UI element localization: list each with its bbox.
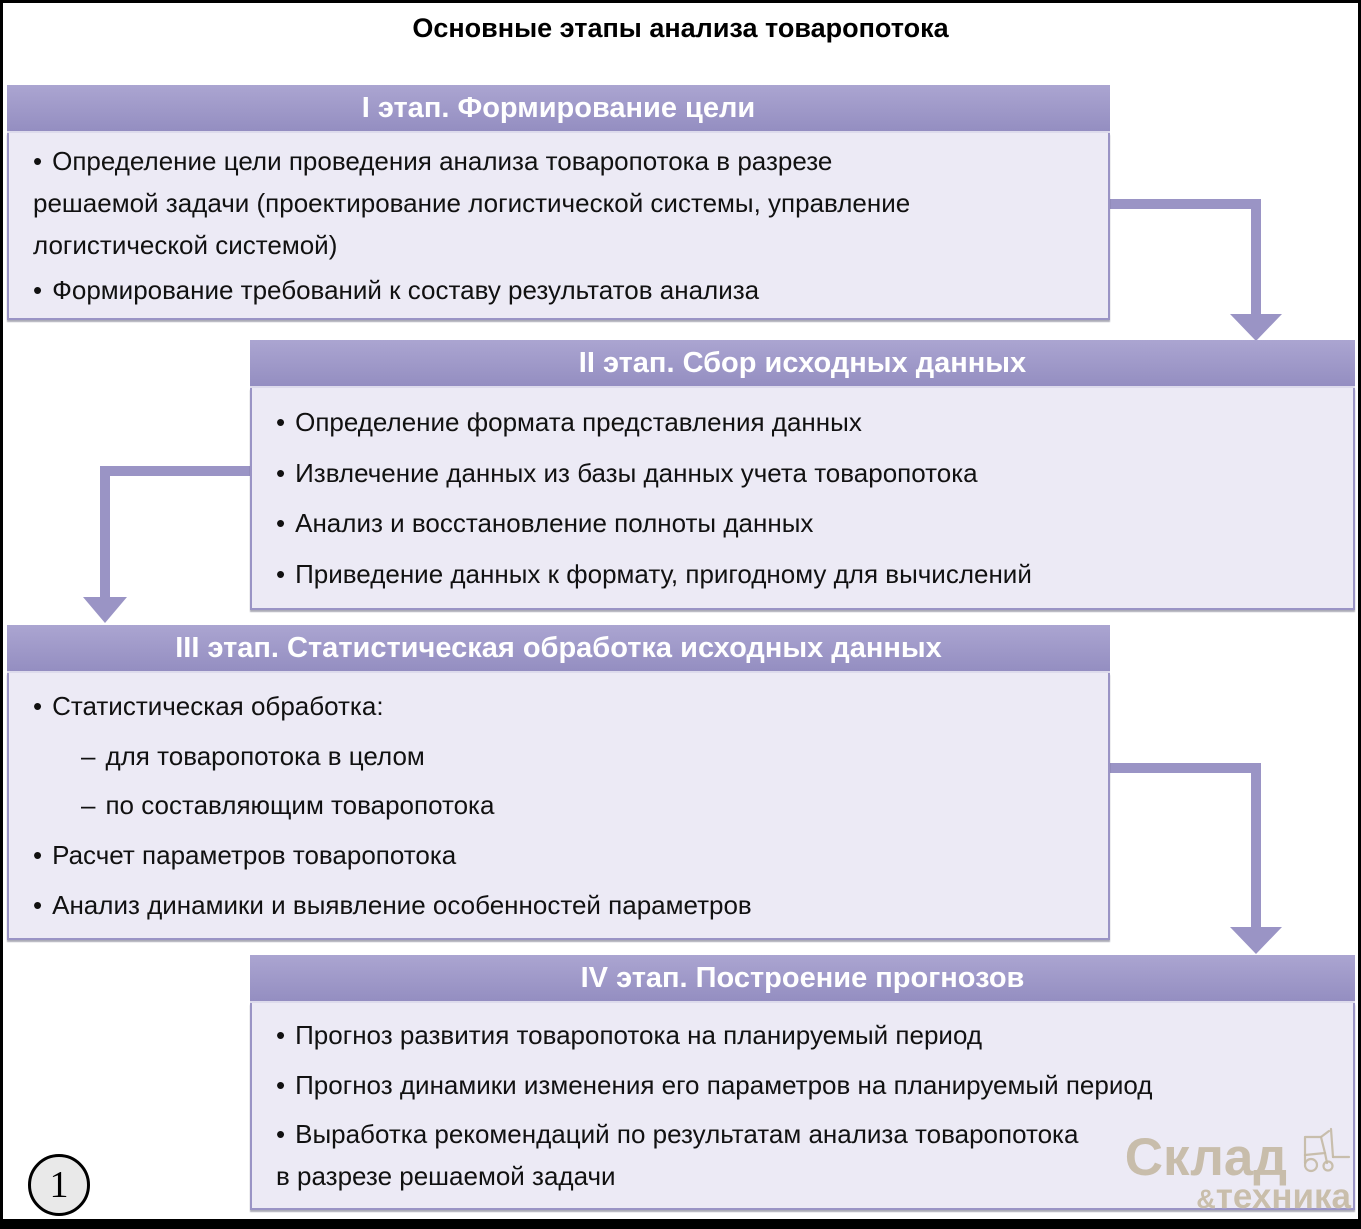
arrow-down-icon xyxy=(1230,314,1282,341)
forklift-icon xyxy=(1291,1123,1353,1181)
watermark-line1: Склад xyxy=(1124,1123,1353,1187)
page-number: 1 xyxy=(49,1164,69,1206)
connector-3-4-vertical xyxy=(1251,763,1261,928)
bullet-icon: • xyxy=(33,146,43,176)
connector-3-4-horizontal xyxy=(1110,763,1261,773)
list-item: •Приведение данных к формату, пригодному… xyxy=(276,559,1032,590)
list-item: •Прогноз динамики изменения его параметр… xyxy=(276,1069,1153,1100)
bullet-icon: • xyxy=(276,1020,286,1051)
stage-4-header: IV этап. Построение прогнозов xyxy=(250,955,1355,1003)
watermark-word-tehnika: техника xyxy=(1215,1177,1351,1216)
bullet-icon: • xyxy=(33,690,43,721)
stage-4-block: IV этап. Построение прогнозов •Прогноз р… xyxy=(250,955,1355,1210)
bullet-icon: • xyxy=(276,457,286,488)
page-title: Основные этапы анализа товаропотока xyxy=(412,13,949,43)
stage-3-body: •Статистическая обработка: –для товаропо… xyxy=(7,673,1110,940)
connector-2-3-vertical xyxy=(100,466,110,598)
dash-icon: – xyxy=(81,740,96,771)
stage-2-body: •Определение формата представления данны… xyxy=(250,388,1355,610)
list-item: •Выработка рекомендаций по результатам а… xyxy=(276,1118,1079,1191)
stage-1-body: •Определение цели проведения анализа тов… xyxy=(7,133,1110,320)
arrow-down-icon xyxy=(83,597,127,623)
list-item: •Определение цели проведения анализа тов… xyxy=(33,146,911,260)
watermark-line2: &техника xyxy=(1125,1179,1351,1215)
list-subitem: –по составляющим товаропотока xyxy=(81,790,495,821)
stage-1-block: I этап. Формирование цели •Определение ц… xyxy=(7,85,1110,320)
connector-1-2-horizontal xyxy=(1110,199,1261,209)
list-subitem: –для товаропотока в целом xyxy=(81,740,425,771)
connector-1-2-vertical xyxy=(1251,199,1261,315)
stage-3-header: III этап. Статистическая обработка исход… xyxy=(7,625,1110,673)
stage-1-header: I этап. Формирование цели xyxy=(7,85,1110,133)
stage-3-block: III этап. Статистическая обработка исход… xyxy=(7,625,1110,940)
list-item: •Определение формата представления данны… xyxy=(276,406,862,437)
bullet-icon: • xyxy=(33,840,43,871)
list-item: •Анализ и восстановление полноты данных xyxy=(276,508,814,539)
list-item: •Формирование требований к составу резул… xyxy=(33,275,760,305)
list-item: •Прогноз развития товаропотока на планир… xyxy=(276,1020,983,1051)
bullet-icon: • xyxy=(276,406,286,437)
bullet-icon: • xyxy=(276,1069,286,1100)
list-item: •Статистическая обработка: xyxy=(33,690,384,721)
list-item: •Анализ динамики и выявление особенносте… xyxy=(33,890,752,921)
list-item: •Извлечение данных из базы данных учета … xyxy=(276,457,978,488)
bullet-icon: • xyxy=(276,1118,286,1149)
arrow-down-icon xyxy=(1230,927,1282,954)
stage-2-block: II этап. Сбор исходных данных •Определен… xyxy=(250,340,1355,610)
page-number-badge: 1 xyxy=(28,1154,90,1216)
bullet-icon: • xyxy=(276,559,286,590)
dash-icon: – xyxy=(81,790,96,821)
list-item: •Расчет параметров товаропотока xyxy=(33,840,457,871)
bullet-icon: • xyxy=(33,275,43,305)
watermark-word-sklad: Склад xyxy=(1124,1128,1287,1187)
bullet-icon: • xyxy=(276,508,286,539)
stage-4-body: •Прогноз развития товаропотока на планир… xyxy=(250,1003,1355,1210)
connector-2-3-horizontal xyxy=(102,466,250,476)
magazine-watermark: Склад &техника xyxy=(1125,1123,1353,1215)
stage-2-header: II этап. Сбор исходных данных xyxy=(250,340,1355,388)
bullet-icon: • xyxy=(33,890,43,921)
ampersand: & xyxy=(1196,1184,1216,1214)
